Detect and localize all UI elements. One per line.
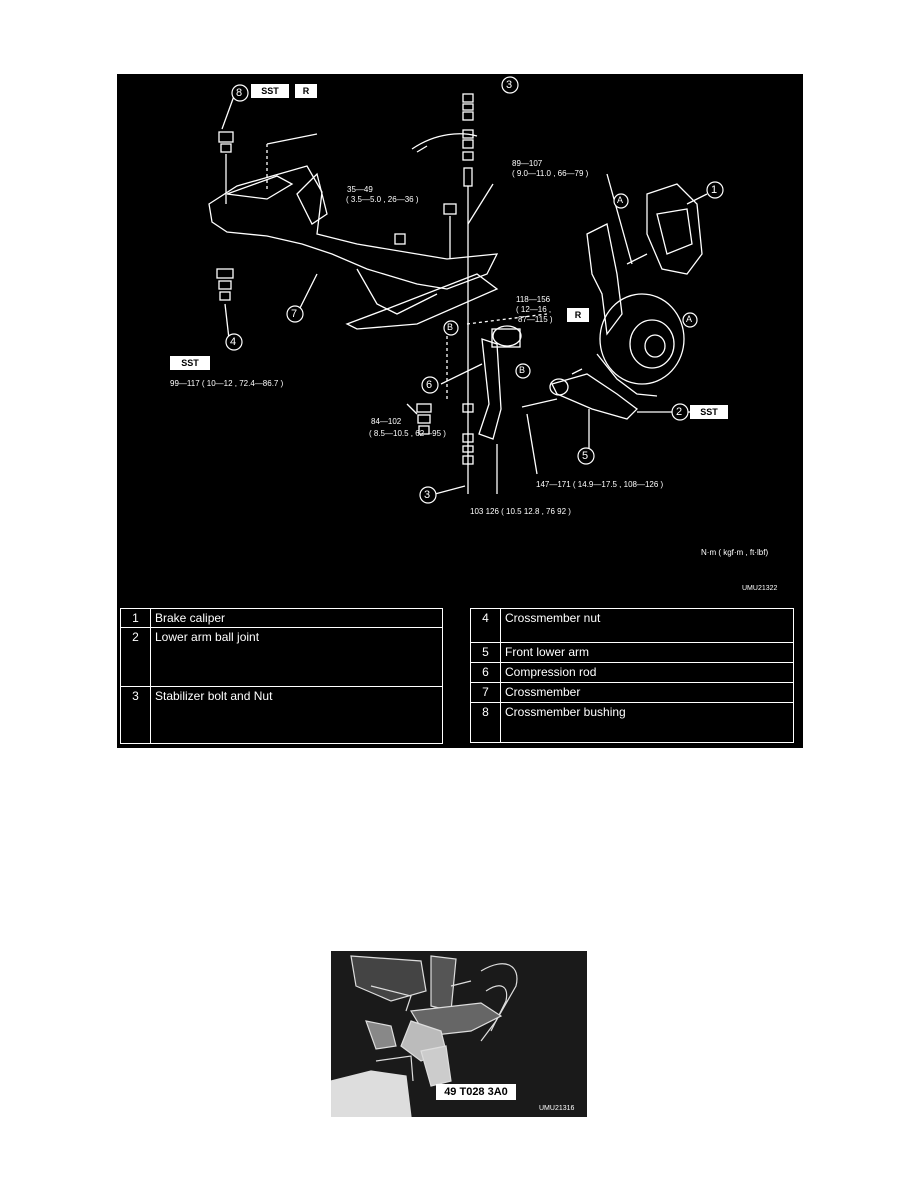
- torque-caliper-bolt-alt: ( 9.0—11.0 , 66—79 ): [512, 169, 589, 178]
- callout-6: 6: [426, 379, 433, 391]
- tag-a-disc: A: [686, 314, 693, 324]
- brake-disc-shape: [599, 293, 685, 385]
- legend-name: Crossmember nut: [500, 608, 794, 643]
- tag-circle-a1: [613, 193, 629, 209]
- sst-tag-top: SST: [251, 84, 289, 98]
- legend-row: 8 Crossmember bushing: [470, 702, 794, 743]
- callout-circle-5: [577, 447, 595, 465]
- legend-name: Brake caliper: [150, 608, 443, 628]
- callout-circle-3-top: [501, 76, 519, 94]
- tag-circle-a2: [682, 312, 698, 328]
- legend-number: 5: [470, 642, 501, 663]
- legend-row: 4 Crossmember nut: [470, 608, 794, 643]
- tag-b-arm: B: [519, 365, 526, 375]
- callout-circle-4: [225, 333, 243, 351]
- suspension-figure: 8 3 1 7 4 6 2 5 3 A A B B SST R SST R SS…: [117, 74, 803, 748]
- torque-compression-rod-alt2: 87—115 ): [518, 315, 553, 324]
- unit-note: N·m ( kgf·m , ft·lbf): [701, 548, 769, 557]
- torque-lower-arm: 147—171 ( 14.9—17.5 , 108—126 ): [536, 480, 664, 489]
- legend-table-left: 1 Brake caliper 2 Lower arm ball joint 3…: [120, 608, 443, 744]
- torque-stabilizer-alt: ( 8.5—10.5 , 62—95 ): [369, 429, 446, 438]
- ball-joint-tool-photo: 49 T028 3A0 UMU21316: [331, 951, 587, 1117]
- torque-compression-bolt: 103 126 ( 10.5 12.8 , 76 92 ): [470, 507, 571, 516]
- legend-number: 1: [120, 608, 151, 628]
- callout-8: 8: [236, 87, 243, 99]
- legend-name: Lower arm ball joint: [150, 627, 443, 687]
- legend-number: 4: [470, 608, 501, 643]
- lower-arm-shape: [551, 373, 638, 420]
- callout-circle-2: [671, 403, 689, 421]
- legend-name: Stabilizer bolt and Nut: [150, 686, 443, 744]
- torque-compression-rod-alt1: ( 12—16 ,: [516, 305, 552, 314]
- legend-row: 5 Front lower arm: [470, 642, 794, 663]
- legend-number: 8: [470, 702, 501, 743]
- torque-compression-rod: 118—156: [516, 295, 551, 304]
- torque-caliper-bolt: 89—107: [512, 159, 543, 168]
- legend-number: 7: [470, 682, 501, 703]
- tag-a-caliper: A: [617, 195, 624, 205]
- callout-circle-7: [286, 305, 304, 323]
- tag-circle-b1: [443, 320, 459, 336]
- legend-table-right: 4 Crossmember nut 5 Front lower arm 6 Co…: [470, 608, 794, 743]
- brake-caliper-shape: [646, 183, 703, 275]
- r-tag-top: R: [295, 84, 317, 98]
- tag-b-crossmember: B: [447, 322, 454, 332]
- suspension-drawing: [208, 76, 724, 504]
- steering-knuckle-shape: [586, 223, 623, 336]
- torque-crossmember-nut: 99—117 ( 10—12 , 72.4—86.7 ): [170, 379, 284, 388]
- callout-1: 1: [711, 184, 718, 196]
- legend-name: Crossmember bushing: [500, 702, 794, 743]
- callout-circle-1: [706, 181, 724, 199]
- r-tag-right: R: [567, 308, 589, 322]
- legend-name: Compression rod: [500, 662, 794, 683]
- photo-code: UMU21316: [539, 1105, 575, 1112]
- legend-row: 3 Stabilizer bolt and Nut: [120, 686, 443, 744]
- callout-circle-3-bottom: [419, 486, 437, 504]
- legend-number: 2: [120, 627, 151, 687]
- legend-row: 7 Crossmember: [470, 682, 794, 703]
- tag-circle-b2: [515, 363, 531, 379]
- legend-name: Front lower arm: [500, 642, 794, 663]
- legend-row: 1 Brake caliper: [120, 608, 443, 628]
- legend-row: 2 Lower arm ball joint: [120, 627, 443, 687]
- tool-number-label: 49 T028 3A0: [436, 1084, 516, 1100]
- sst-tag-left: SST: [170, 356, 210, 370]
- torque-crossmember-bolt: 35—49: [347, 185, 373, 194]
- figure-code: UMU21322: [742, 585, 778, 592]
- bushing-top: [218, 131, 234, 143]
- callout-5: 5: [582, 450, 589, 462]
- legend-name: Crossmember: [500, 682, 794, 703]
- callout-circle-8: [231, 84, 249, 102]
- legend-number: 6: [470, 662, 501, 683]
- callout-3-top: 3: [506, 79, 513, 91]
- callout-2: 2: [676, 406, 683, 418]
- compression-rod-shape: [478, 338, 502, 440]
- legend-row: 6 Compression rod: [470, 662, 794, 683]
- callout-7: 7: [291, 308, 298, 320]
- callout-3-bottom: 3: [424, 489, 431, 501]
- torque-crossmember-bolt-alt: ( 3.5—5.0 , 26—36 ): [346, 195, 419, 204]
- torque-stabilizer: 84—102: [371, 417, 402, 426]
- callout-4: 4: [230, 336, 237, 348]
- callout-circle-6: [421, 376, 439, 394]
- legend-number: 3: [120, 686, 151, 744]
- sst-tag-right: SST: [690, 405, 728, 419]
